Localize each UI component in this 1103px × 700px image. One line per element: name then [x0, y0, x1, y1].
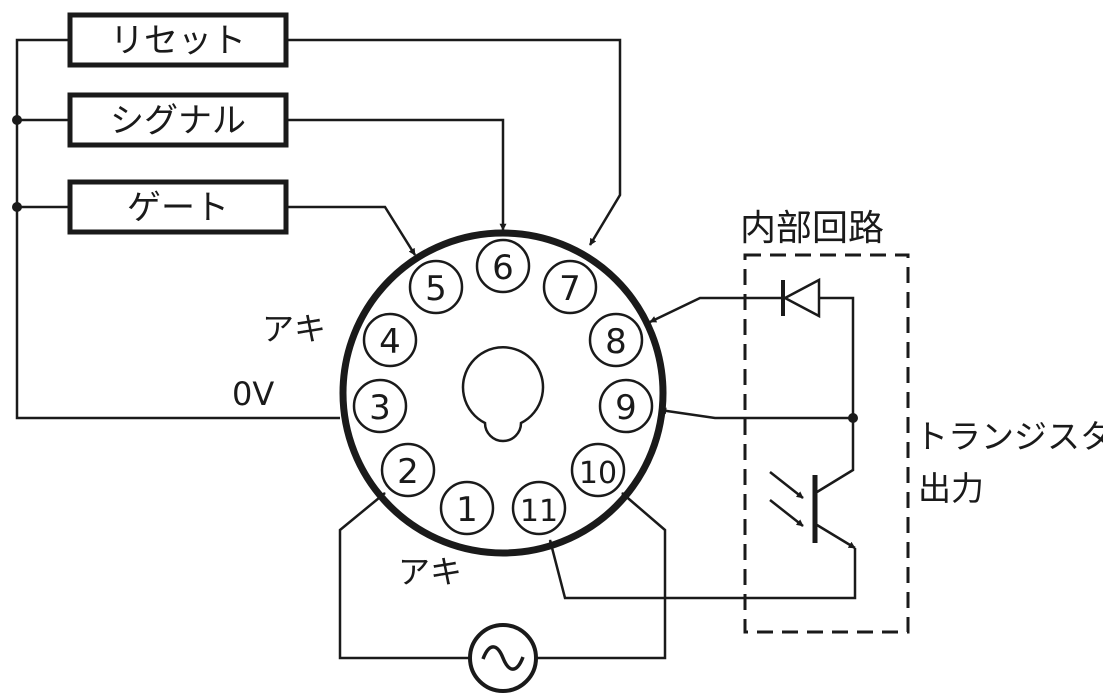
reset-box: リセット: [67, 12, 289, 68]
ac-wire-left: [338, 492, 470, 660]
pin-10: 10: [570, 442, 626, 498]
signal-label: シグナル: [110, 101, 246, 141]
socket-key: [461, 346, 545, 443]
internal-circuit-label: 内部回路: [740, 208, 884, 249]
pin-label: 4: [379, 322, 401, 362]
pin-8: 8: [588, 312, 644, 368]
pin-1: 1: [439, 480, 495, 536]
transistor-output-label-line1: トランジスタ: [915, 417, 1103, 456]
pin-9: 9: [598, 378, 654, 434]
pin-label: 3: [369, 388, 391, 428]
ac-wire-right: [536, 492, 667, 660]
pin-label: 9: [615, 388, 637, 428]
reset-wire: [286, 38, 622, 246]
transistor-output-label-line2: 出力: [918, 469, 984, 508]
zero-volt-label: 0V: [232, 375, 274, 413]
pin-7: 7: [542, 259, 598, 315]
signal-box: シグナル: [67, 92, 289, 148]
pin-label: 6: [492, 248, 514, 288]
pin11-wire: [548, 539, 857, 600]
pin-6: 6: [475, 238, 531, 294]
reset-label: リセット: [110, 21, 246, 61]
pin-3: 3: [352, 378, 408, 434]
pin-label: 2: [397, 452, 419, 492]
junction-dot: [12, 202, 22, 212]
pin-label: 1: [456, 490, 478, 530]
pin-2: 2: [380, 442, 436, 498]
gate-label: ゲート: [127, 188, 229, 228]
phototransistor-icon: [769, 418, 856, 550]
diode-icon: [781, 277, 821, 319]
ac-source-icon: [468, 623, 538, 693]
pin-label: 7: [559, 269, 581, 309]
junction-dot: [12, 115, 22, 125]
pin-label: 11: [520, 494, 558, 529]
unused-pin-label-upper: アキ: [262, 310, 326, 348]
pin-label: 10: [579, 456, 617, 491]
unused-pin-label-lower: アキ: [398, 553, 462, 591]
left-bus-wiring: [12, 38, 340, 420]
pin-11: 11: [511, 480, 567, 536]
pin-label: 5: [425, 269, 447, 309]
diode-wire: [649, 296, 855, 415]
gate-box: ゲート: [67, 179, 289, 235]
gate-wire: [286, 205, 417, 256]
pin-5: 5: [408, 259, 464, 315]
signal-wire: [286, 118, 507, 231]
pin9-wire: [659, 407, 853, 420]
pin-label: 8: [605, 322, 627, 362]
internal-circuit-box: [743, 253, 910, 634]
pin-4: 4: [362, 312, 418, 368]
